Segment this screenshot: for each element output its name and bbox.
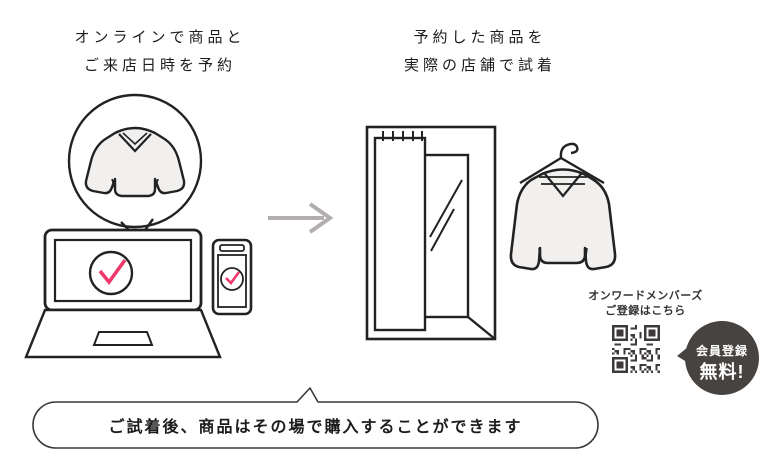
laptop-icon (24, 228, 222, 359)
laptop-check-icon (88, 250, 134, 296)
fitting-room-icon (365, 125, 497, 341)
step1-title: オンラインで商品と ご来店日時を予約 (35, 24, 285, 80)
mirror-icon (422, 153, 496, 340)
arrow-right-icon (268, 202, 334, 234)
badge-line2: 無料! (700, 361, 745, 382)
step2-title-line2: 実際の店舗で試着 (403, 57, 556, 74)
online-reservation-illustration (24, 93, 253, 359)
hanger-sweater-icon (509, 142, 617, 271)
qr-code (612, 325, 660, 373)
membership-caption-line1: オンワードメンバーズ (588, 290, 703, 302)
step2-title: 予約した商品を 実際の店舗で試着 (368, 24, 592, 80)
membership-caption: オンワードメンバーズ ご登録はこちら (583, 289, 708, 319)
step2-title-line1: 予約した商品を (413, 29, 547, 46)
phone-check-icon (220, 267, 244, 291)
qr-code-modules (612, 325, 660, 373)
badge-line1: 会員登録 (696, 343, 748, 358)
step1-title-line2: ご来店日時を予約 (83, 57, 236, 74)
footer-bubble (32, 387, 599, 449)
smartphone-icon (211, 238, 253, 316)
membership-caption-line2: ご登録はこちら (605, 305, 686, 317)
membership-free-badge: 会員登録 無料! (677, 321, 759, 395)
step1-title-line1: オンラインで商品と (74, 29, 246, 46)
curtain-icon (373, 131, 427, 332)
footer-note: ご試着後、商品はその場で購入することができます (108, 419, 523, 436)
sweater-icon (84, 126, 186, 198)
